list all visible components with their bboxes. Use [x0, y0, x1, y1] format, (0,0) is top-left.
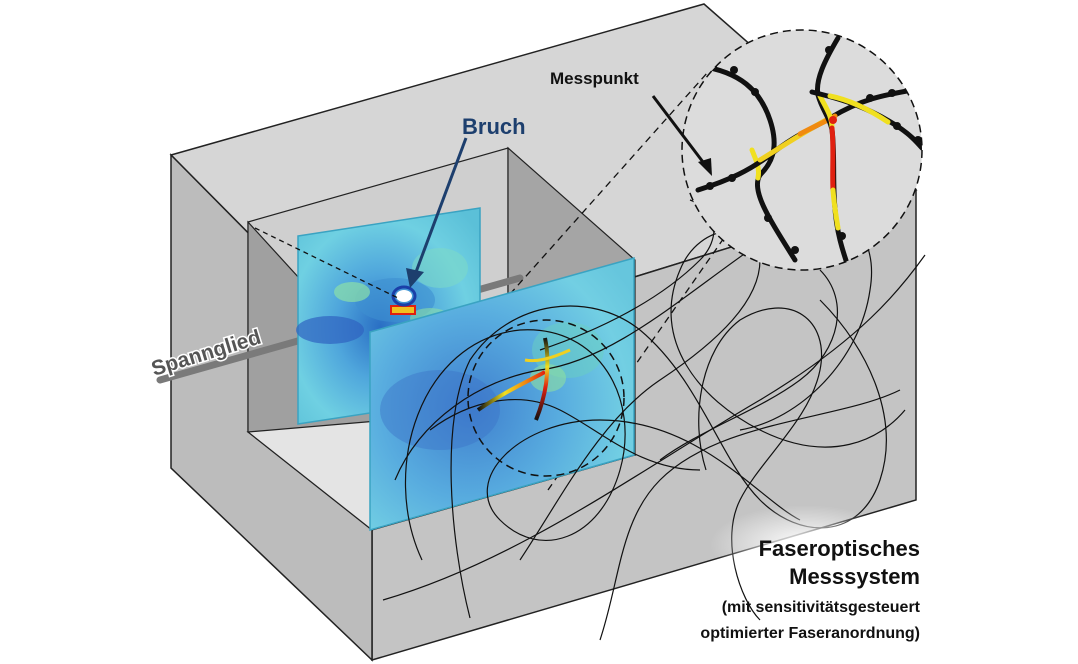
system-title-line1: Faseroptisches: [759, 536, 920, 561]
detail-circle-small: [467, 319, 625, 477]
fracture-label: Bruch: [462, 114, 526, 139]
system-title-line2: Messsystem: [789, 564, 920, 589]
system-subtitle-line1: (mit sensitivitätsgesteuert: [722, 599, 921, 616]
projection-line: [477, 71, 709, 331]
measuring-point-label: Messpunkt: [550, 69, 639, 88]
zoom-detail: [681, 29, 923, 271]
measuring-point-arrow: [651, 95, 712, 176]
label-glow: [710, 505, 900, 585]
measured-hotspot: [476, 337, 571, 421]
system-subtitle-line2: optimierter Faseranordnung): [700, 625, 920, 642]
fracture-arrow: [406, 137, 468, 288]
